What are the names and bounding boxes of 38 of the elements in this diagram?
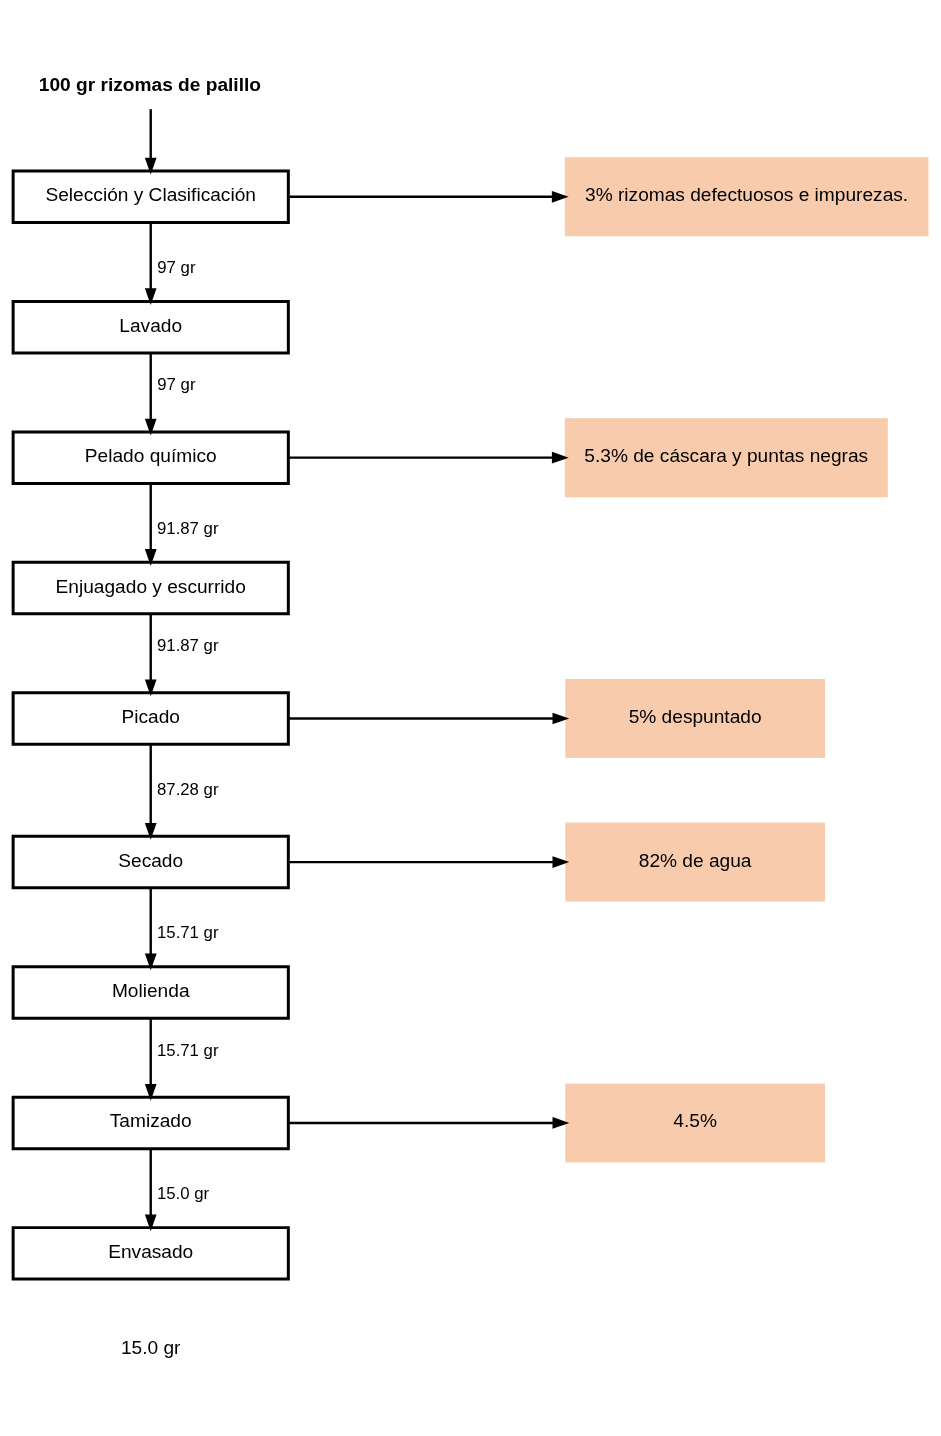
arrow	[144, 108, 157, 174]
node-box: Molienda	[11, 964, 290, 1020]
node-box: Picado	[11, 690, 290, 746]
arrow	[144, 1148, 157, 1231]
label: 15.0 gr	[120, 1336, 181, 1358]
node-box: Lavado	[11, 299, 290, 354]
node-box: 5% despuntado	[565, 678, 825, 758]
edge-label: 97 gr	[157, 374, 196, 394]
arrow	[144, 483, 157, 566]
node-box: 4.5%	[565, 1082, 825, 1162]
node-box: Pelado químico	[11, 429, 290, 485]
arrow	[144, 613, 157, 696]
node-text: 100 gr rizomas de palillo	[38, 73, 261, 95]
arrow	[144, 887, 157, 970]
arrow	[144, 352, 157, 435]
edge-label: 91.87 gr	[157, 635, 219, 655]
arrow	[144, 1017, 157, 1101]
node-box: Secado	[11, 834, 290, 889]
arrow	[288, 712, 570, 724]
node-box: Tamizado	[11, 1095, 290, 1150]
node-box: Enjuagado y escurrido	[11, 560, 290, 615]
arrow	[144, 222, 157, 305]
arrow	[288, 855, 570, 868]
edge-label: 15.71 gr	[157, 922, 219, 942]
arrow	[144, 743, 157, 840]
edge-label: 97 gr	[157, 257, 196, 277]
edge-label: 87.28 gr	[157, 779, 219, 799]
node-box: 5.3% de cáscara y puntas negras	[564, 417, 888, 497]
arrow	[288, 1116, 570, 1129]
edge-label: 91.87 gr	[157, 518, 219, 538]
node-box: 82% de agua	[565, 822, 825, 902]
node-box: 3% rizomas defectuosos e impurezas.	[564, 156, 929, 236]
arrow	[288, 451, 569, 464]
edge-label: 15.0 gr	[156, 1183, 210, 1203]
node-box: Envasado	[11, 1225, 290, 1281]
node-box: Selección y Clasificación	[11, 169, 290, 224]
edge-label: 15.71 gr	[157, 1040, 219, 1060]
arrow	[288, 190, 569, 203]
